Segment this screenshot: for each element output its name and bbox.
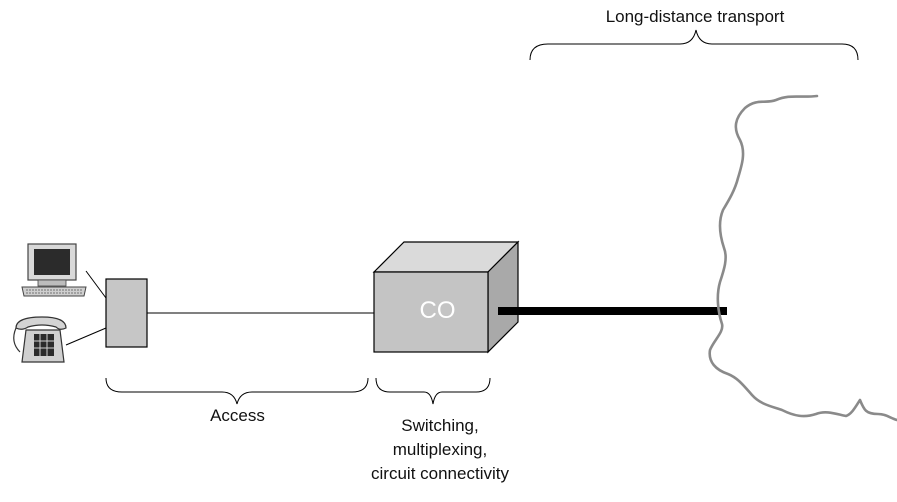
switching-label-line1: Switching,: [401, 416, 479, 435]
switching-label: Switching, multiplexing, circuit connect…: [340, 414, 540, 486]
co-label: CO: [419, 297, 456, 324]
long-distance-brace: [529, 29, 859, 61]
long-distance-cloud: [708, 94, 897, 422]
switching-label-line3: circuit connectivity: [371, 464, 509, 483]
computer-link-line: [85, 270, 107, 299]
switching-brace: [375, 377, 491, 405]
switching-label-line2: multiplexing,: [392, 440, 488, 459]
computer-terminal-icon: [21, 243, 87, 297]
long-distance-label: Long-distance transport: [605, 7, 785, 26]
access-brace: [105, 377, 369, 405]
phone-link-line: [65, 327, 107, 346]
access-label: Access: [210, 406, 265, 425]
co-switch-box: [372, 240, 520, 354]
telephone-icon: [13, 316, 67, 363]
access-device-box: [105, 278, 148, 348]
